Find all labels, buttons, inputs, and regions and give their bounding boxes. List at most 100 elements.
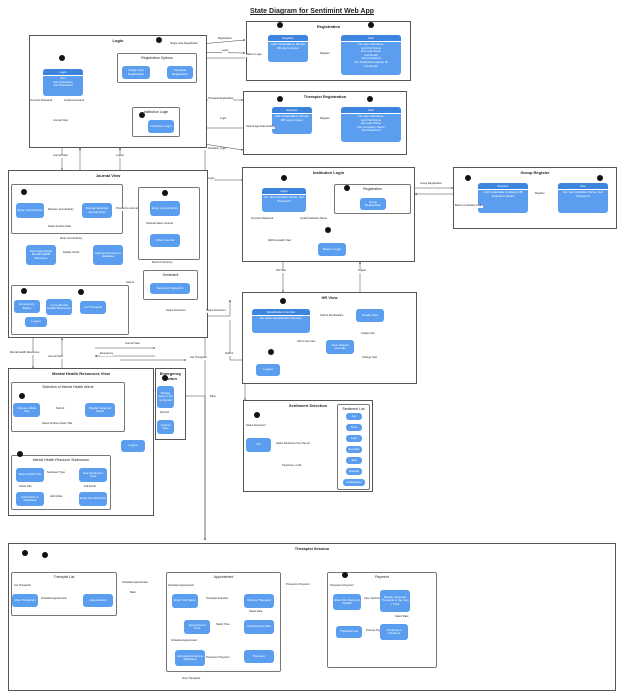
enter-article-title-node[interactable]: Enter Article Title	[16, 468, 44, 482]
group-user-node[interactable]: User Do: Get Institution Name, Get Passw…	[558, 183, 608, 213]
list-therapist-node[interactable]: List Therapist	[80, 301, 106, 314]
emergency-title: Emergency Button	[159, 371, 182, 381]
label-full-article: Full Article	[84, 485, 96, 489]
emergency-journal-view-node[interactable]: Journal View	[157, 420, 174, 434]
enter-journal-entry-node[interactable]: Enter Journal Entry	[150, 201, 180, 216]
therapist-registration-node[interactable]: Therapist Registration	[167, 66, 193, 79]
mental-health-view-title: Mental Health Resources View	[52, 371, 110, 376]
view-mental-health-resource-node[interactable]: View Appropriate Mental Health Resource	[26, 245, 56, 265]
label-proceed-to-entry: Proceed to Journal Entry	[116, 207, 145, 211]
label-add-article: Add Article	[50, 495, 63, 499]
other-journal-node[interactable]: Other Journal	[150, 234, 180, 247]
emergency-button-node[interactable]: Emergency Button	[14, 300, 40, 313]
sentiment-disgust-node[interactable]: Disgust	[346, 468, 362, 475]
display-selected-article-node[interactable]: Display Selected Article	[85, 403, 115, 417]
sentiment-sad-node[interactable]: Sad	[346, 457, 362, 464]
label-inst-invalid: Invalid Institution Name	[300, 217, 327, 221]
group-registration-node[interactable]: Group Registration	[360, 198, 386, 210]
registration-user-node[interactable]: User Do: Get Username Get First Name Get…	[341, 35, 401, 75]
single-user-registration-node[interactable]: Single User Registration	[122, 66, 150, 79]
login-body-line: Get Password	[53, 83, 73, 88]
institution-login-node[interactable]: Institution Login	[148, 120, 174, 133]
choose-therapist-node[interactable]: Choose Therapist	[244, 594, 274, 608]
label-retrieve-journal: Retrieve Journal Entry	[48, 208, 74, 212]
flow-registration: Registration	[218, 37, 232, 41]
back-to-login-node[interactable]: Back to Login	[318, 243, 346, 256]
add-journal-entry-node[interactable]: Add journal entry to database	[93, 245, 123, 265]
back-to-login-start-node	[325, 227, 331, 233]
view-therapists-node[interactable]: View Therapists	[12, 594, 38, 607]
mental-selection-start-node	[19, 393, 25, 399]
sentiment-surprise-node[interactable]: Surprise	[346, 446, 362, 453]
registration-user-start-node	[368, 22, 374, 28]
label-select-from-list: Select Sentiment from the list	[276, 442, 310, 446]
enter-full-name-node[interactable]: Enter Full Name	[172, 594, 198, 608]
choose-article-title-node[interactable]: Choose Article Title	[13, 403, 40, 417]
therapist-registration-title: Therapist Registration	[303, 94, 347, 99]
payment-therapist-list-node[interactable]: Therapist List	[336, 626, 362, 638]
appointment-node[interactable]: Appointment	[83, 594, 113, 607]
hr-logout-start-node	[268, 349, 274, 355]
group-register-node[interactable]: Register Add credentials to Mongo DB ins…	[478, 183, 528, 213]
label-sentiment-built: Sentiment + built	[282, 464, 302, 468]
institution-login-title: Institution Login	[312, 170, 345, 175]
label-schedule-appointment-3: Schedule Appointment	[168, 584, 194, 588]
flow-submit-approval: Submit approval pending	[246, 125, 275, 129]
institution-login-node-main[interactable]: Login Do: Get Institution Name, Get Pass…	[262, 188, 306, 212]
create-user-node[interactable]: Create User	[356, 309, 384, 322]
view-shared-journals-node[interactable]: View Shared Journals	[326, 340, 354, 354]
sentiment-subtitle: Sentiment	[162, 273, 179, 277]
enter-full-article-node[interactable]: Enter the full Article	[79, 492, 107, 506]
payment-start-node	[342, 572, 348, 578]
flow-journal-view-3: Journal View	[48, 355, 63, 359]
appointment-date-node[interactable]: Appointment Date	[244, 620, 274, 634]
label-invalid-username: Invalid Username	[64, 99, 85, 103]
add-appointment-node[interactable]: Add Appointment to Database	[175, 650, 205, 666]
mental-logout-node[interactable]: Logout	[121, 440, 145, 452]
sentiment-init-node[interactable]: Init	[246, 438, 271, 452]
display-selected-journal-node[interactable]: Display Selected Journal Entry	[82, 203, 112, 218]
journal-logout-node[interactable]: Logout	[25, 317, 47, 327]
payment-substate: Payment	[327, 572, 437, 668]
journal-actions-start-node	[21, 288, 27, 294]
enter-journal-date-node[interactable]: Enter Journal Date	[16, 203, 44, 218]
label-display-article: Display Article	[63, 251, 80, 255]
hr-start-node	[280, 298, 286, 304]
label-group-register: Register	[535, 192, 545, 196]
login-node-header: Login	[43, 69, 83, 76]
sentiment-joy-node[interactable]: Joy	[346, 413, 362, 420]
hr-logout-node[interactable]: Logout	[256, 364, 280, 376]
therapist-register-node[interactable]: Register Add credentials to Mongo DB use…	[272, 107, 312, 134]
appointment-payment-node[interactable]: Payment	[244, 650, 274, 663]
label-select-another-date: Select Another Date	[48, 225, 72, 229]
group-register-start-node	[465, 175, 471, 181]
registration-register-node[interactable]: Register Add credentials to Mongo DB use…	[268, 35, 308, 62]
therapist-session-state: Therapist Session	[8, 543, 616, 691]
flow-login: Login	[222, 49, 229, 53]
institution-login-header: Login	[262, 188, 306, 195]
sentiment-trust-node[interactable]: Trust	[346, 424, 362, 431]
identification-number-node[interactable]: Identification Number Do: Enter Identifi…	[252, 309, 310, 333]
therapist-user-node[interactable]: User Do: Get Username Get First Name Get…	[341, 107, 401, 142]
emergency-help-node[interactable]: Display Help or Go to Mental	[157, 386, 174, 408]
sentiment-anticipation-node[interactable]: Anticipation	[343, 479, 365, 486]
label-schedule-appointment-2: Schedule Appointment	[122, 581, 148, 585]
user-body-line: Get Email	[364, 63, 378, 68]
use-sentiment-type-node[interactable]: Use Sentiment Type	[79, 468, 107, 482]
add-article-to-database-node[interactable]: Add Article to Database	[16, 492, 44, 506]
label-select-sentiment: Select Sentiment	[246, 424, 266, 428]
go-to-mental-health-node[interactable]: Go to Mental Health Resources	[46, 299, 72, 315]
flow-back-to-login: Back to Login	[246, 53, 262, 57]
continue-checkout-node[interactable]: Continue to Checkout	[380, 624, 408, 640]
group-register-body: Add credentials to Mongo DB institution …	[483, 190, 523, 198]
login-node[interactable]: Login Do: Get Username Get Password	[43, 69, 83, 96]
appointment-time-node[interactable]: Appointment Time	[184, 620, 210, 634]
label-back: Back	[130, 591, 136, 595]
label-process-payment: Process Payment	[366, 629, 387, 633]
sentiment-selection-node[interactable]: Sentiment Selection	[150, 283, 190, 294]
sentiment-fear-node[interactable]: Fear	[346, 435, 362, 442]
display-selected-therapist-node[interactable]: Display Selected Therapist in the Cart +…	[380, 590, 410, 612]
enter-payment-details-node[interactable]: Enter the Payment Details	[333, 594, 361, 610]
label-select-time: Select Time	[216, 623, 230, 627]
group-user-start-node	[597, 175, 603, 181]
